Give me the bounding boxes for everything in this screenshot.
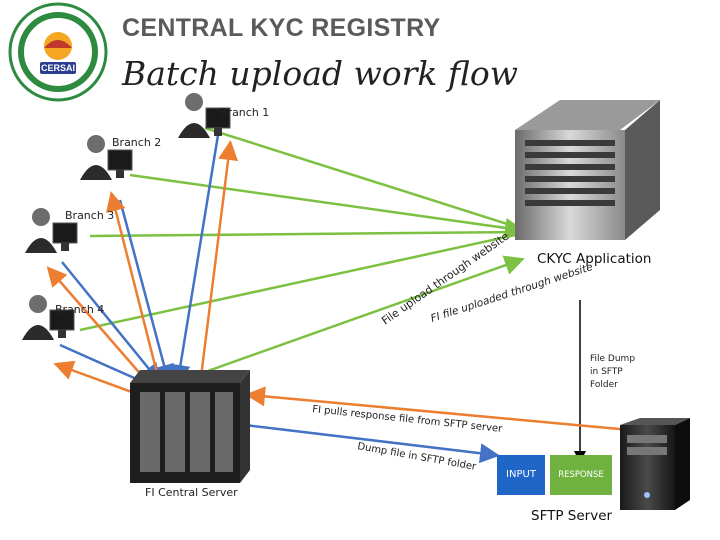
connector-fi-to-sftp [244,423,500,464]
branch-1-label: Branch 1 [220,106,270,119]
sftp-response-label: RESPONSE [558,470,604,480]
page-subtitle: Batch upload work flow [122,54,518,93]
branch-3-user-icon [25,208,78,253]
sftp-response-box [550,455,612,495]
branch-2-label: Branch 2 [112,136,162,149]
connector-fi-to-ckyc [204,255,525,374]
connector-fi-to-branches [46,140,239,397]
branch-4-user-icon [22,295,75,340]
cersai-logo: CERSAI [8,2,108,102]
sftp-server-icon [620,418,690,510]
connector-branches-to-ckyc [79,126,525,332]
logo-text: CERSAI [41,63,75,73]
sftp-input-box [497,455,545,495]
ckyc-application-label: CKYC Application [537,251,652,267]
ckyc-server-icon [515,100,660,240]
connector-branches-to-fi [59,134,220,389]
fi-central-server-label: FI Central Server [145,486,238,499]
branch-2-user-icon [80,135,133,180]
branch-1-user-icon [178,93,231,138]
sftp-input-label: INPUT [506,469,536,480]
branch-4-label: Branch 4 [55,303,105,316]
connector-sftp-to-fi [245,386,631,432]
page-title: CENTRAL KYC REGISTRY [122,14,441,42]
sftp-server-label: SFTP Server [531,508,613,524]
branch-3-label: Branch 3 [65,209,115,222]
fi-server-icon [130,370,250,483]
file-dump-label: File Dump in SFTP Folder [590,354,636,390]
